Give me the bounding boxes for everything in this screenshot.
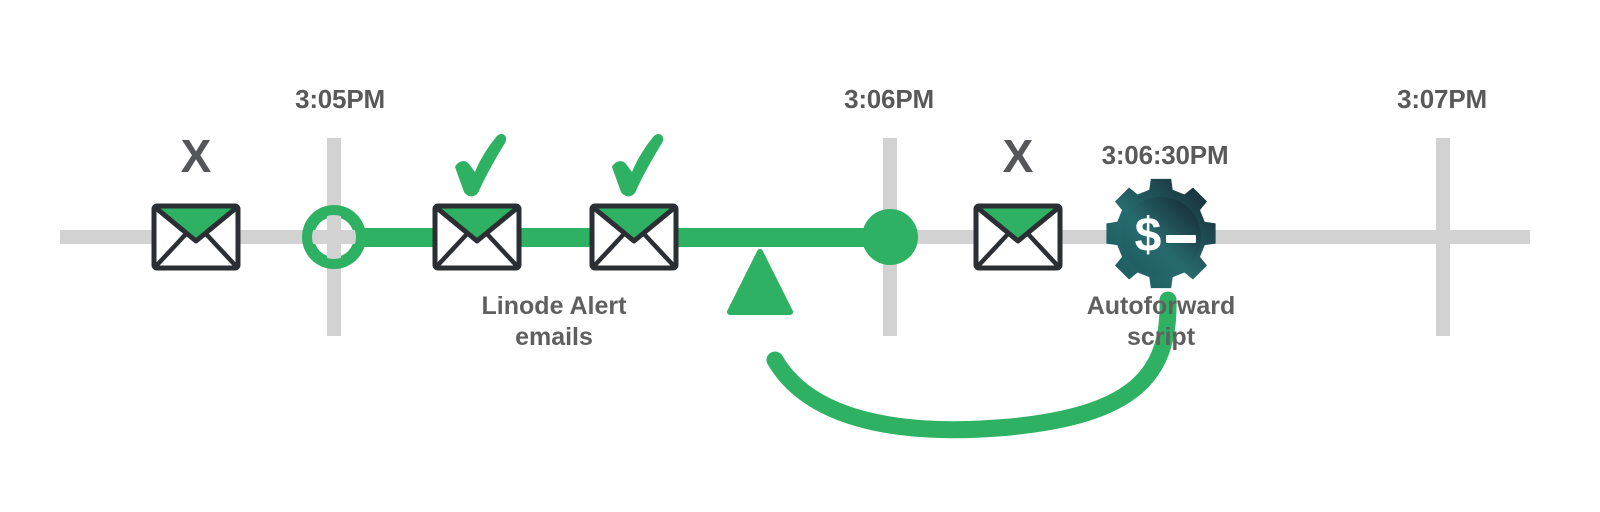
timeline-marker-dot-306 <box>862 209 918 265</box>
caption-linode-alert-emails: Linode Alert emails <box>482 291 627 353</box>
check-icon <box>612 133 664 197</box>
tick-label-307: 3:07PM <box>1397 84 1487 114</box>
x-mark-icon: X <box>180 130 212 182</box>
envelope-icon <box>973 203 1063 271</box>
tick-label-305: 3:05PM <box>295 84 385 114</box>
script-timestamp-label: 3:06:30PM <box>1101 140 1229 170</box>
caption-line-1: Autoforward <box>1086 292 1236 320</box>
envelope-icon <box>432 203 522 271</box>
caption-line-2: script <box>1126 323 1196 351</box>
check-icon <box>455 133 507 197</box>
svg-text:$: $ <box>1135 209 1162 262</box>
gridline-tick-307 <box>1436 138 1450 336</box>
caption-line-2: emails <box>515 323 593 351</box>
x-mark-icon: X <box>1002 130 1034 182</box>
caption-autoforward-script: Autoforward script <box>1087 291 1236 353</box>
envelope-icon <box>151 203 241 271</box>
autoforward-feedback-arrow <box>727 249 1177 439</box>
envelope-icon <box>589 203 679 271</box>
caption-line-1: Linode Alert <box>481 292 627 320</box>
timeline-marker-ring-305 <box>302 205 366 269</box>
tick-label-306: 3:06PM <box>844 84 934 114</box>
gear-dollar-icon: $ <box>1106 178 1216 289</box>
